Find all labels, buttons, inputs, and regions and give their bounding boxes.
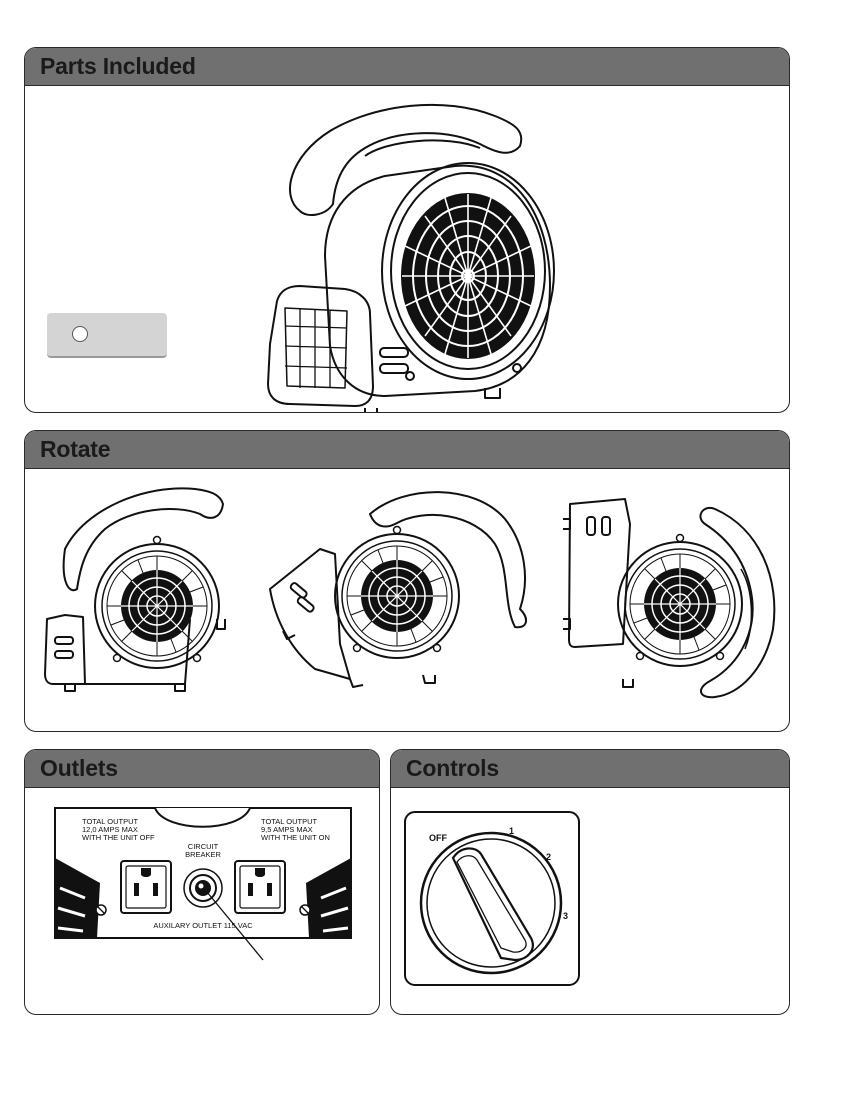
parts-included-title: Parts Included bbox=[40, 53, 196, 80]
outlets-title: Outlets bbox=[40, 755, 118, 782]
outlet-panel-illustration: TOTAL OUTPUT 12,0 AMPS MAX WITH THE UNIT… bbox=[25, 788, 380, 1015]
parts-included-panel: Parts Included bbox=[24, 47, 790, 413]
controls-title: Controls bbox=[406, 755, 499, 782]
outlets-panel: Outlets bbox=[24, 749, 380, 1015]
controls-panel: Controls OFF 1 2 3 bbox=[390, 749, 790, 1015]
rotate-illustrations bbox=[25, 469, 790, 732]
left-output-label-3: WITH THE UNIT OFF bbox=[82, 833, 155, 842]
breaker-label-2: BREAKER bbox=[185, 850, 221, 859]
rotate-title: Rotate bbox=[40, 436, 110, 463]
dial-label-off: OFF bbox=[429, 833, 447, 843]
power-outlet-icon bbox=[121, 861, 171, 913]
right-output-label-3: WITH THE UNIT ON bbox=[261, 833, 330, 842]
circuit-breaker-icon bbox=[184, 869, 222, 907]
aux-outlet-label: AUXILARY OUTLET 115 VAC bbox=[153, 921, 253, 930]
power-outlet-icon bbox=[235, 861, 285, 913]
parts-included-header: Parts Included bbox=[25, 48, 789, 86]
dial-label-1: 1 bbox=[509, 826, 514, 836]
dial-label-2: 2 bbox=[546, 852, 551, 862]
controls-header: Controls bbox=[391, 750, 789, 788]
dial-label-3: 3 bbox=[563, 911, 568, 921]
rotate-header: Rotate bbox=[25, 431, 789, 469]
outlets-header: Outlets bbox=[25, 750, 379, 788]
rotate-panel: Rotate bbox=[24, 430, 790, 732]
air-mover-icon bbox=[25, 86, 790, 412]
speed-dial-icon: OFF 1 2 3 bbox=[391, 788, 790, 1015]
